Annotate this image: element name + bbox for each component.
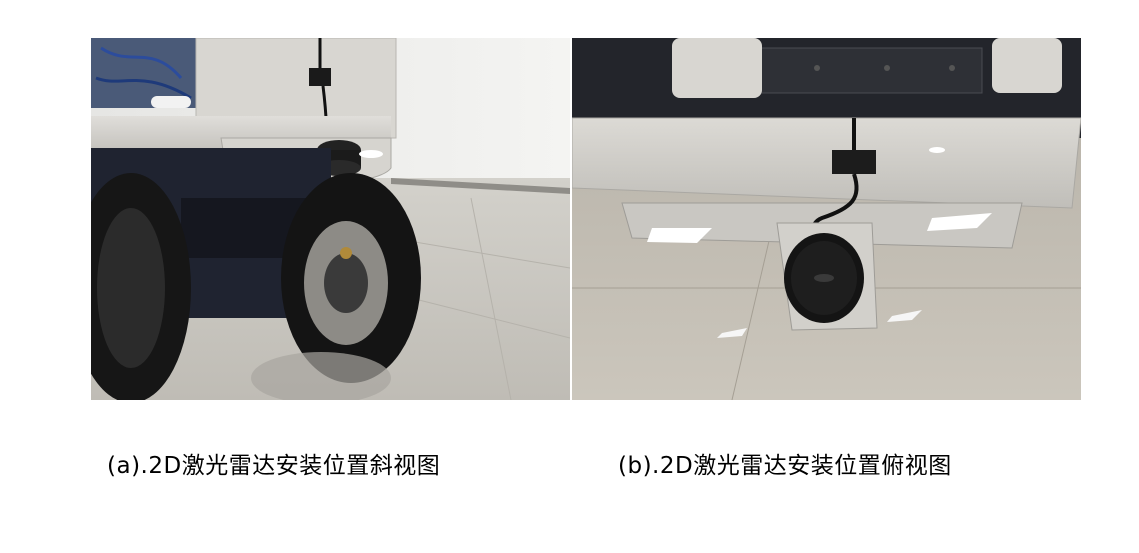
top-view-illustration — [572, 38, 1081, 400]
photo-oblique-view — [91, 38, 570, 400]
oblique-view-illustration — [91, 38, 570, 400]
caption-top-view: (b).2D激光雷达安装位置俯视图 — [618, 453, 952, 479]
caption-oblique-view: (a).2D激光雷达安装位置斜视图 — [107, 453, 441, 479]
photo-top-view — [572, 38, 1081, 400]
